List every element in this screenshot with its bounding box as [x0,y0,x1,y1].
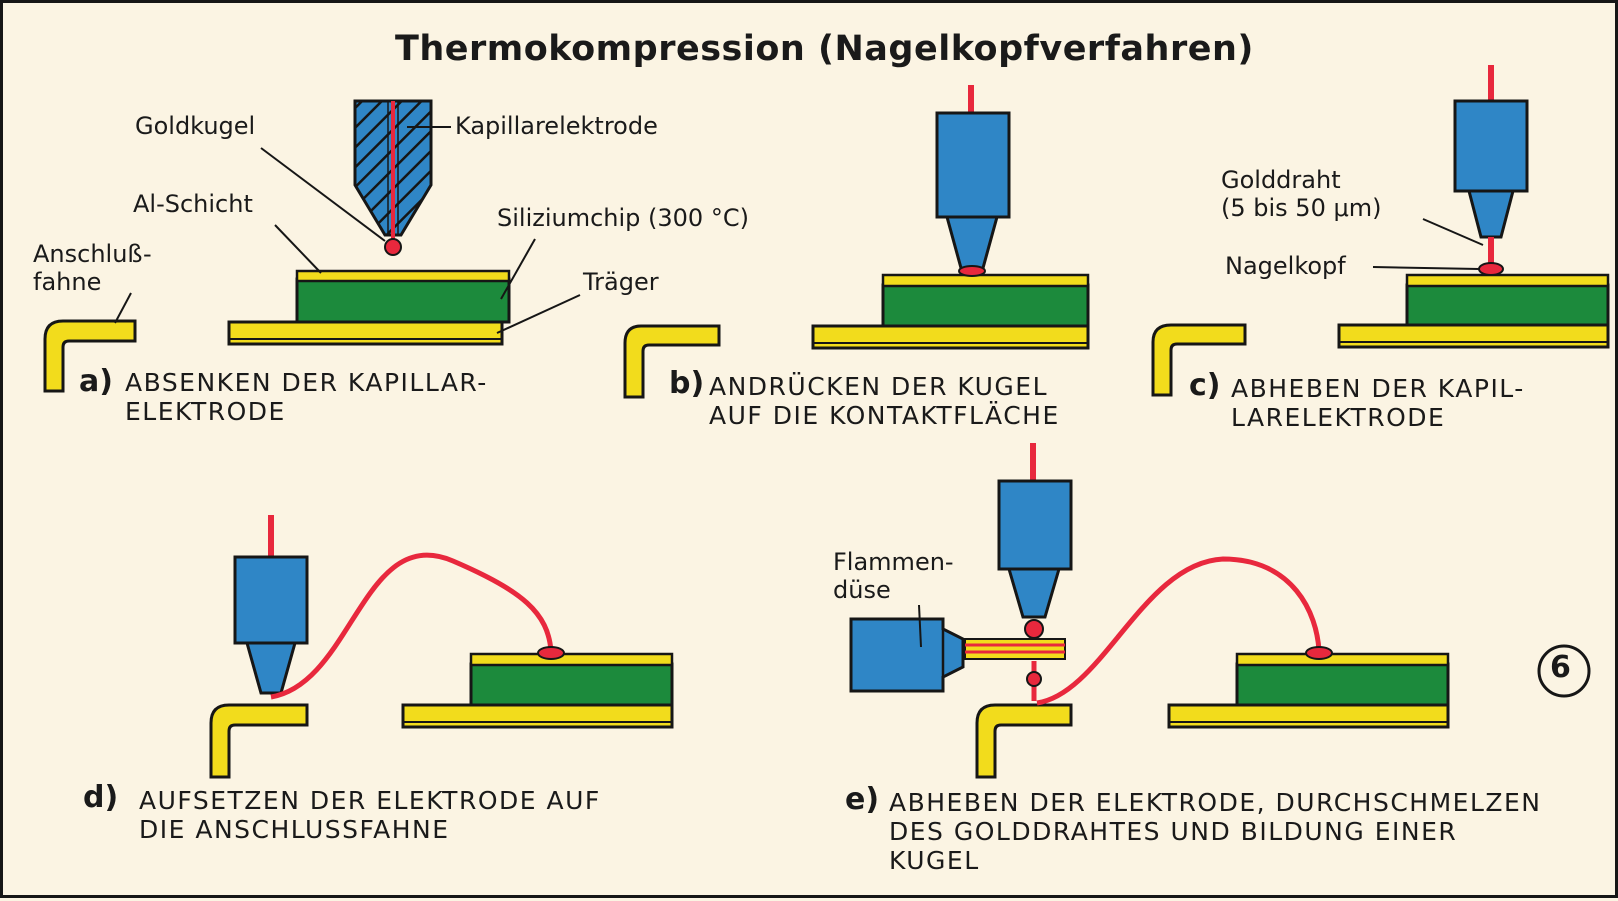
figure-number-circle [1537,644,1591,698]
figure-number: 6 [1550,650,1571,685]
panel-a [43,99,581,393]
leaders-c [1372,218,1484,270]
illustration [43,65,1610,779]
label-siliziumchip: Siliziumchip (300 °C) [497,204,749,232]
traeger-a [227,320,504,346]
chip-e [1235,652,1450,707]
elektrode-b [935,111,1011,270]
anschlussfahne-c [1151,323,1247,397]
step-a-letter: a) [79,364,113,399]
anschlussfahne-d [209,703,309,779]
label-kapillarelektrode: Kapillarelektrode [455,112,658,140]
anschlussfahne-b [623,324,721,399]
traeger-d [401,703,674,729]
diagram-title: Thermokompression (Nagelkopfverfahren) [395,29,1254,69]
panel-b [623,85,1090,399]
anschlussfahne-e [975,703,1073,779]
elektrode-e [997,479,1073,619]
step-e-text: ABHEBEN DER ELEKTRODE, DURCHSCHMELZEN DE… [889,788,1542,875]
step-d-letter: d) [83,780,119,815]
nagelkopf-c [1478,262,1504,276]
elektrode-c [1453,99,1529,239]
label-goldkugel: Goldkugel [135,112,256,140]
step-a-text: ABSENKEN DER KAPILLAR- ELEKTRODE [125,368,488,426]
elektrode-d [233,555,309,695]
chip-b [881,273,1090,328]
step-e-letter: e) [845,782,880,817]
traeger-b [811,324,1090,350]
golddraht-e [1036,556,1322,706]
kugel-b [958,265,986,277]
golddraht-d [270,552,554,700]
leaders-a [114,126,581,334]
step-c-text: ABHEBEN DER KAPIL- LARELEKTRODE [1231,374,1525,432]
chip-c [1405,273,1610,327]
chip-a [295,269,511,324]
label-nagelkopf: Nagelkopf [1225,252,1346,280]
traeger-e [1167,703,1450,729]
chip-d [469,652,674,707]
flammenduese-e [849,617,965,693]
panel-e [849,443,1450,779]
panel-d [209,515,674,779]
step-b-letter: b) [669,366,705,401]
step-b-text: ANDRÜCKEN DER KUGEL AUF DIE KONTAKTFLÄCH… [709,372,1060,430]
label-al-schicht: Al-Schicht [133,190,253,218]
step-c-letter: c) [1189,368,1221,403]
panel-c [1151,65,1610,397]
anschlussfahne-a [43,319,137,393]
kugel-e [1024,619,1044,639]
step-d-text: AUFSETZEN DER ELEKTRODE AUF DIE ANSCHLUS… [139,786,601,844]
goldkugel-a [384,238,402,256]
label-golddraht: Golddraht (5 bis 50 μm) [1221,166,1382,222]
flamme-e [964,638,1066,660]
label-anschlussfahne: Anschluß- fahne [33,240,152,296]
label-flammenduese: Flammen- düse [833,548,954,604]
traeger-c [1337,323,1610,349]
label-traeger: Träger [583,268,659,296]
